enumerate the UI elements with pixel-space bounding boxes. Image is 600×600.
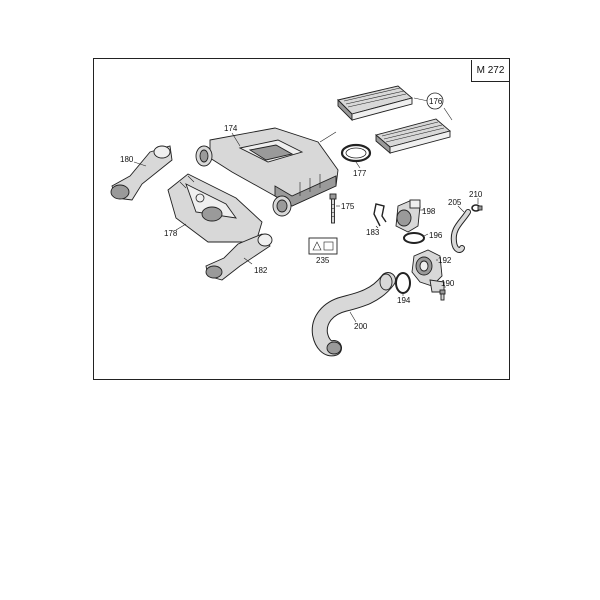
hose-clamp xyxy=(471,204,483,212)
model-label: M 272 xyxy=(471,60,509,82)
air-filter-element-upper xyxy=(337,85,413,122)
leader-180 xyxy=(133,161,147,167)
leader-205 xyxy=(457,205,465,213)
throttle-seal xyxy=(395,272,411,294)
callout-196: 196 xyxy=(429,231,443,240)
leader-178 xyxy=(175,223,187,231)
breather-wire xyxy=(373,203,387,227)
diagram-frame xyxy=(93,58,510,380)
screw xyxy=(439,289,446,301)
callout-182: 182 xyxy=(254,266,268,275)
callout-194: 194 xyxy=(397,296,411,305)
arrow-174-to-176 xyxy=(319,131,337,143)
air-filter-element-lower xyxy=(375,118,451,154)
callout-circle-176 xyxy=(426,92,444,110)
callout-178: 178 xyxy=(164,229,178,238)
air-mass-sensor xyxy=(395,199,421,233)
engine-cover xyxy=(167,173,263,243)
bolt xyxy=(329,193,337,224)
leader-176 xyxy=(413,97,453,121)
leader-183 xyxy=(375,225,379,229)
air-filter-housing xyxy=(195,127,339,217)
intake-hose xyxy=(311,272,396,357)
intake-duct-left xyxy=(110,145,173,201)
callout-198: 198 xyxy=(422,207,436,216)
callout-190: 190 xyxy=(441,279,455,288)
callout-192: 192 xyxy=(438,256,452,265)
callout-174: 174 xyxy=(224,124,238,133)
callout-175: 175 xyxy=(341,202,355,211)
intake-duct-right xyxy=(205,233,273,281)
callout-183: 183 xyxy=(366,228,380,237)
leader-196 xyxy=(423,233,429,237)
callout-235: 235 xyxy=(316,256,330,265)
callout-180: 180 xyxy=(120,155,134,164)
leader-174 xyxy=(231,132,241,147)
warning-label xyxy=(308,237,338,255)
vent-hose xyxy=(450,209,471,253)
throttle-housing xyxy=(411,249,445,293)
callout-200: 200 xyxy=(354,322,368,331)
callout-176: 176 xyxy=(429,97,443,106)
callout-210: 210 xyxy=(469,190,483,199)
leader-200 xyxy=(349,311,357,323)
leader-177 xyxy=(355,161,361,169)
sensor-seal xyxy=(403,232,425,244)
callout-177: 177 xyxy=(353,169,367,178)
callout-205: 205 xyxy=(448,198,462,207)
leader-182 xyxy=(243,257,253,265)
seal-ring xyxy=(340,143,372,163)
